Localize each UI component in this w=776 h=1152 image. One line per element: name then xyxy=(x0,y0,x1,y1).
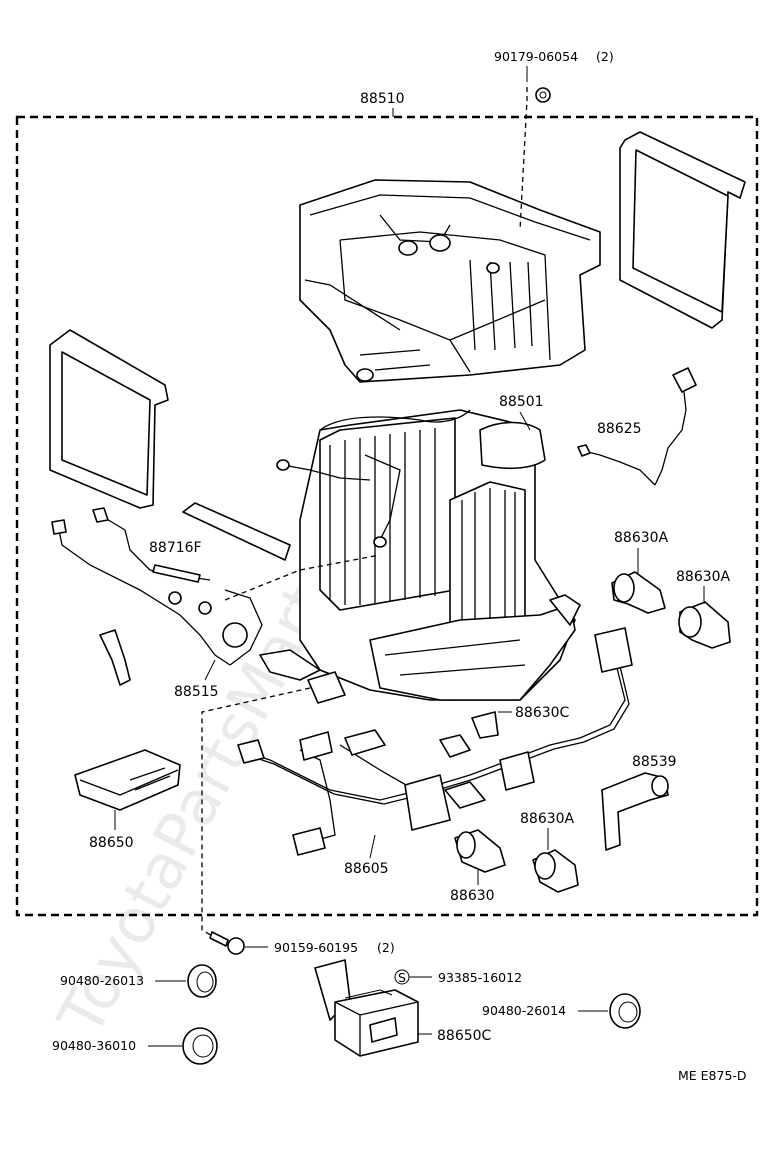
label-88539: 88539 xyxy=(632,754,677,770)
relay-88650C[interactable] xyxy=(314,959,419,1057)
label-88501: 88501 xyxy=(499,394,544,410)
label-88605: 88605 xyxy=(344,861,389,877)
label-90159: 90159-60195 xyxy=(274,940,358,955)
label-88650C: 88650C xyxy=(437,1028,492,1044)
expansion-valve-88716F[interactable] xyxy=(92,507,248,648)
label-88630A-3: 88630A xyxy=(520,811,575,827)
wire-harness-88605[interactable] xyxy=(237,627,633,856)
leader-dashed-valve xyxy=(224,554,381,601)
label-93385-mark: S xyxy=(398,970,406,985)
hose-88539[interactable] xyxy=(601,772,669,851)
pressure-switch-88630[interactable] xyxy=(454,829,506,873)
label-90179: 90179-06054 xyxy=(494,49,578,64)
grommet-90480-26014[interactable] xyxy=(609,993,641,1029)
housing-88510[interactable] xyxy=(299,179,601,383)
evaporator-unit-88501[interactable] xyxy=(259,409,581,701)
pressure-switch-88630A-3[interactable] xyxy=(532,849,579,893)
label-88650: 88650 xyxy=(89,835,134,851)
pressure-switch-88630A-2[interactable] xyxy=(678,601,731,649)
label-90480-26014: 90480-26014 xyxy=(482,1003,566,1018)
label-90179-qty: (2) xyxy=(596,49,614,64)
label-88716F: 88716F xyxy=(149,540,202,556)
leader-90179 xyxy=(519,87,528,231)
grommet-90480-26013[interactable] xyxy=(187,964,217,998)
amplifier-88650[interactable] xyxy=(74,749,181,811)
label-88515: 88515 xyxy=(174,684,219,700)
label-90480-26013: 90480-26013 xyxy=(60,973,144,988)
label-88630A-2: 88630A xyxy=(676,569,731,585)
label-88510: 88510 xyxy=(360,91,405,107)
label-88630: 88630 xyxy=(450,888,495,904)
label-88625: 88625 xyxy=(597,421,642,437)
frame-top-right[interactable] xyxy=(619,131,746,329)
diagram-code: ME E875-D xyxy=(678,1068,747,1083)
bolt-90179[interactable] xyxy=(535,87,551,103)
label-88630C: 88630C xyxy=(515,705,570,721)
pipe-88515[interactable] xyxy=(51,519,263,686)
screw-90159[interactable] xyxy=(209,931,245,955)
thermistor-88625[interactable] xyxy=(577,367,697,486)
label-88630A-1: 88630A xyxy=(614,530,669,546)
pressure-switch-88630A-1[interactable] xyxy=(611,571,666,614)
label-90159-qty: (2) xyxy=(377,940,395,955)
label-90480-36010: 90480-36010 xyxy=(52,1038,136,1053)
clip-88630C[interactable] xyxy=(471,711,499,739)
label-93385: 93385-16012 xyxy=(438,970,522,985)
grommet-90480-36010[interactable] xyxy=(182,1027,218,1065)
assembly-boundary xyxy=(15,115,759,917)
hose-middle[interactable] xyxy=(182,502,291,561)
frame-left[interactable] xyxy=(49,329,169,509)
screw-93385-symbol: S xyxy=(394,969,410,985)
